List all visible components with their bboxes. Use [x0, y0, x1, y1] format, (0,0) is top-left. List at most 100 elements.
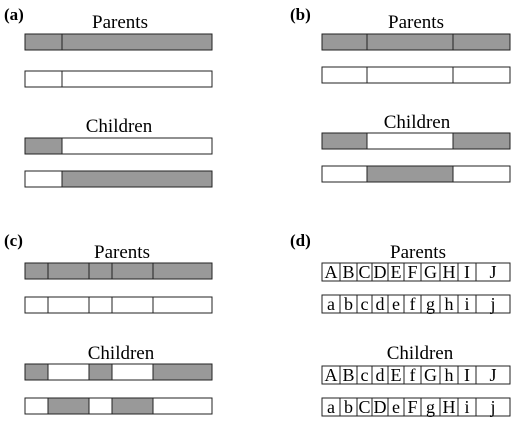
panel-a-children: [24, 137, 213, 188]
children-bar-segment: [88, 363, 113, 381]
children-bar-segment: [24, 397, 49, 415]
parents-bar-segment: [88, 262, 113, 280]
panel-d-label: (d): [290, 231, 311, 250]
children-bar-segment: [61, 170, 213, 188]
parents-gene-letter: D: [374, 262, 387, 282]
parents-bar-segment: [61, 70, 213, 88]
children-gene-cell: [475, 365, 511, 385]
parents-bar-segment: [321, 66, 368, 84]
parents-bar-segment: [111, 296, 154, 314]
parents-gene-letter: b: [344, 294, 353, 314]
parents-bar-segment: [152, 262, 213, 280]
parents-bar-segment: [321, 33, 368, 51]
children-bar-segment: [47, 397, 90, 415]
parents-gene-cell: [475, 294, 511, 314]
parents-gene-letter: B: [342, 262, 354, 282]
panel-c-parents-title: Parents: [94, 242, 150, 263]
children-bar-segment: [24, 170, 63, 188]
panel-a-children-title: Children: [86, 116, 153, 137]
children-gene-letter: A: [325, 365, 338, 385]
children-gene-letter: C: [358, 397, 370, 417]
parents-gene-letter: A: [325, 262, 338, 282]
parents-bar-segment: [366, 33, 454, 51]
parents-gene-letter: F: [407, 262, 417, 282]
panel-a: (a) Parents Children: [4, 5, 213, 188]
panel-b-children: [321, 132, 511, 183]
parents-bar-segment: [24, 33, 63, 51]
children-bar-segment: [452, 165, 511, 183]
children-gene-letter: c: [361, 365, 369, 385]
parents-gene-cell: [475, 262, 511, 282]
parents-bar-segment: [47, 262, 90, 280]
panel-a-parents: [24, 33, 213, 88]
parents-gene-letter: j: [489, 294, 495, 314]
parents-bar-segment: [152, 296, 213, 314]
panel-d-children-title: Children: [387, 343, 454, 364]
children-gene-letter: J: [489, 365, 496, 385]
parents-gene-letter: d: [376, 294, 385, 314]
children-gene-letter: f: [410, 365, 416, 385]
parents-gene-letter: H: [443, 262, 456, 282]
panel-b-parents-title: Parents: [388, 12, 444, 33]
panel-c-children-title: Children: [88, 343, 155, 364]
panel-b: (b) Parents Children: [290, 5, 511, 183]
panel-a-label: (a): [4, 5, 24, 24]
parents-gene-letter: c: [361, 294, 369, 314]
children-bar-segment: [152, 397, 213, 415]
parents-gene-letter: J: [489, 262, 496, 282]
panel-d-parents-title: Parents: [390, 242, 446, 263]
children-gene-letter: a: [327, 397, 335, 417]
parents-gene-letter: a: [327, 294, 335, 314]
panel-c: (c) Parents Children: [4, 231, 213, 415]
children-gene-letter: g: [426, 397, 435, 417]
parents-bar-segment: [61, 33, 213, 51]
children-bar-segment: [321, 132, 368, 150]
children-bar-segment: [47, 363, 90, 381]
children-gene-letter: d: [376, 365, 385, 385]
children-gene-letter: H: [443, 397, 456, 417]
parents-bar-segment: [24, 262, 49, 280]
panel-c-label: (c): [4, 231, 23, 250]
parents-gene-letter: i: [464, 294, 469, 314]
panel-a-parents-title: Parents: [92, 12, 148, 33]
children-gene-letter: j: [489, 397, 495, 417]
panel-b-parents: [321, 33, 511, 84]
parents-gene-letter: C: [358, 262, 370, 282]
children-gene-letter: b: [344, 397, 353, 417]
parents-bar-segment: [47, 296, 90, 314]
panel-b-children-title: Children: [384, 112, 451, 133]
parents-gene-letter: I: [464, 262, 470, 282]
parents-bar-segment: [24, 296, 49, 314]
children-bar-segment: [61, 137, 213, 155]
children-bar-segment: [152, 363, 213, 381]
panel-c-parents: [24, 262, 213, 314]
panel-b-label: (b): [290, 5, 311, 24]
parents-bar-segment: [88, 296, 113, 314]
parents-gene-letter: E: [391, 262, 402, 282]
children-bar-segment: [366, 132, 454, 150]
parents-bar-segment: [452, 66, 511, 84]
children-gene-letter: G: [424, 365, 437, 385]
children-bar-segment: [24, 363, 49, 381]
children-gene-letter: h: [445, 365, 454, 385]
parents-gene-letter: G: [424, 262, 437, 282]
children-bar-segment: [452, 132, 511, 150]
children-bar-segment: [88, 397, 113, 415]
parents-gene-letter: h: [445, 294, 454, 314]
children-bar-segment: [111, 363, 154, 381]
children-gene-letter: e: [392, 397, 400, 417]
children-gene-letter: B: [342, 365, 354, 385]
children-gene-letter: D: [374, 397, 387, 417]
parents-gene-letter: f: [410, 294, 416, 314]
children-bar-segment: [321, 165, 368, 183]
parents-bar-segment: [111, 262, 154, 280]
children-bar-segment: [24, 137, 63, 155]
children-gene-letter: F: [407, 397, 417, 417]
parents-gene-letter: e: [392, 294, 400, 314]
panel-c-children: [24, 363, 213, 415]
children-gene-letter: E: [391, 365, 402, 385]
children-bar-segment: [111, 397, 154, 415]
